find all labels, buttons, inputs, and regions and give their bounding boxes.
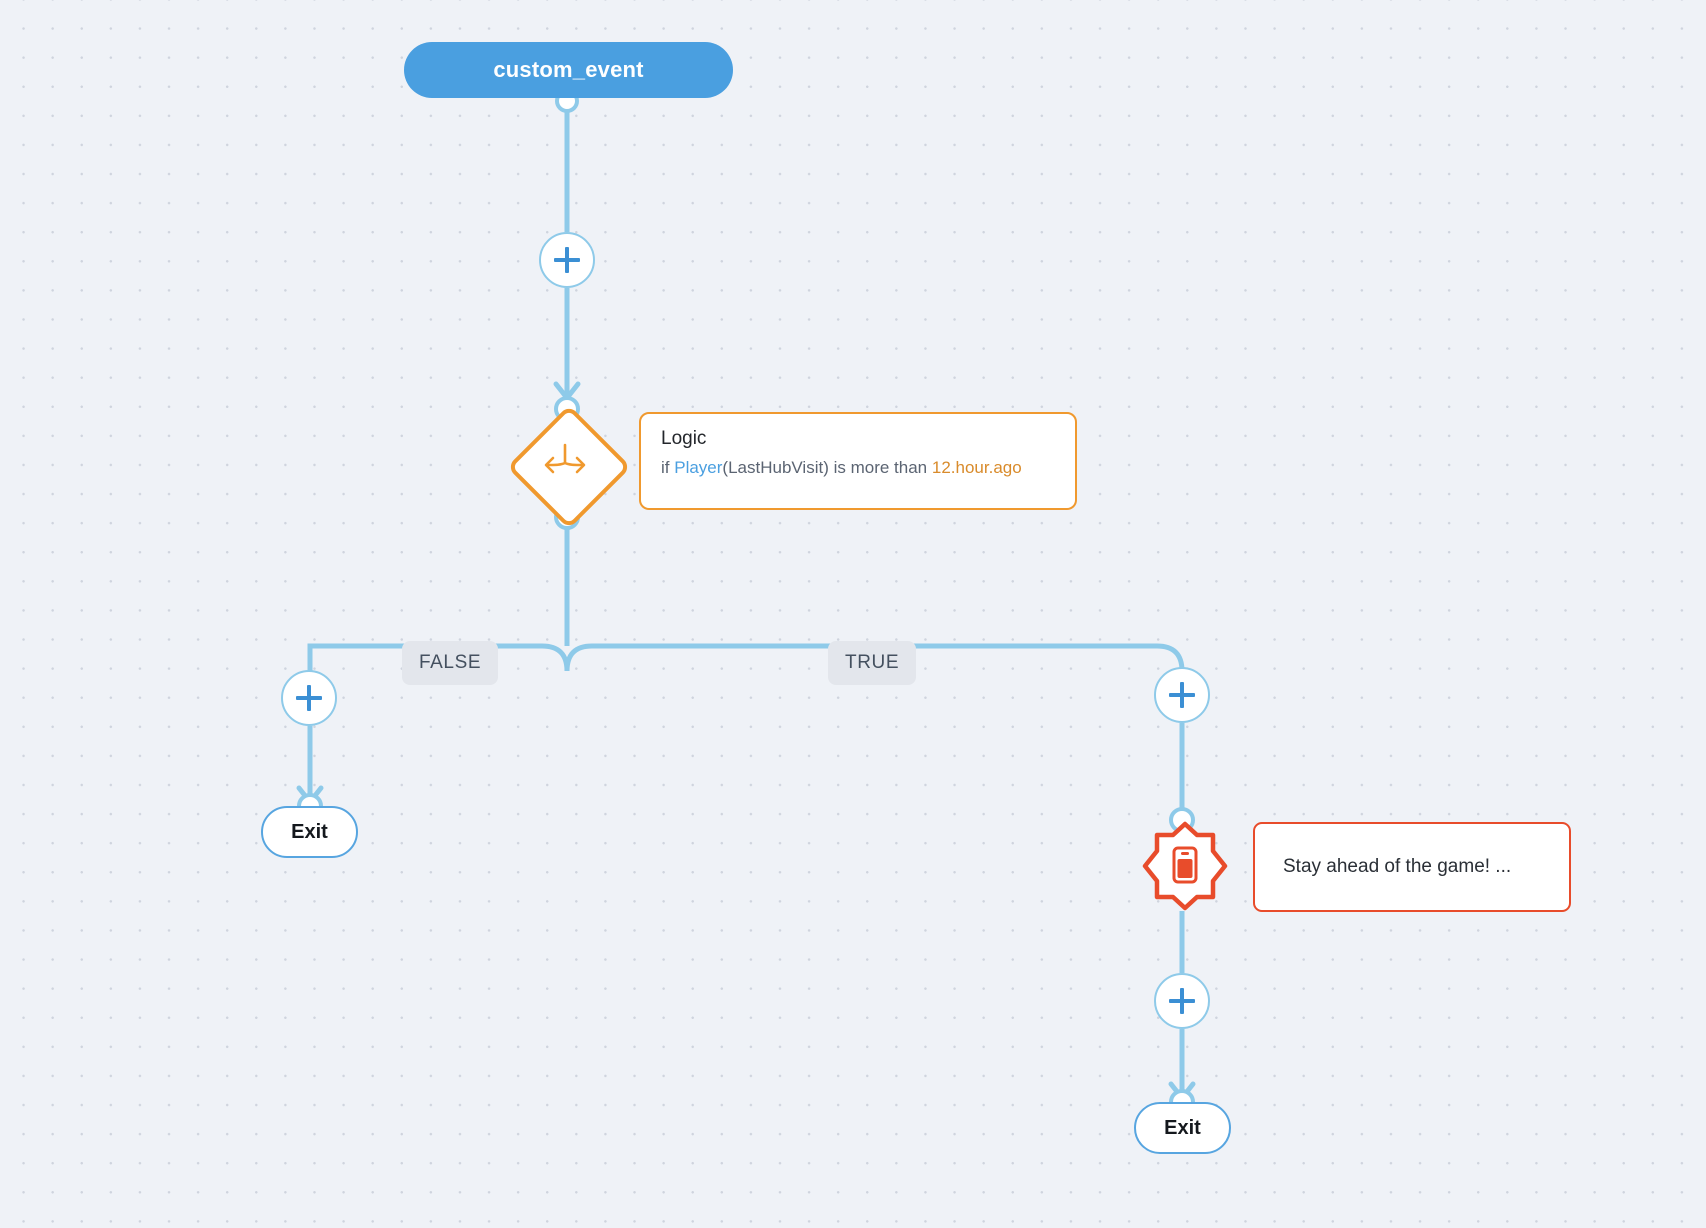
exit-node-false-branch[interactable]: Exit xyxy=(261,806,358,858)
expression-attribute: Player xyxy=(674,458,723,477)
plus-icon xyxy=(1169,988,1195,1014)
starburst-shape xyxy=(1142,821,1228,911)
branch-label-false[interactable]: FALSE xyxy=(402,641,499,685)
exit-node-true-branch[interactable]: Exit xyxy=(1134,1102,1231,1154)
add-step-true-branch-button[interactable] xyxy=(1154,667,1210,723)
add-step-false-branch-button[interactable] xyxy=(281,670,337,726)
exit-label: Exit xyxy=(291,820,328,843)
logic-card-expression: if Player(LastHubVisit) is more than 12.… xyxy=(661,456,1055,481)
add-step-after-trigger-button[interactable] xyxy=(539,232,595,288)
branch-label-false-text: FALSE xyxy=(419,652,482,673)
plus-icon xyxy=(296,685,322,711)
branch-label-true-text: TRUE xyxy=(845,652,900,673)
push-message-text: Stay ahead of the game! ... xyxy=(1283,856,1512,877)
exit-label: Exit xyxy=(1164,1116,1201,1139)
branch-label-true[interactable]: TRUE xyxy=(828,641,917,685)
split-branch-icon xyxy=(513,411,617,515)
mobile-push-icon xyxy=(1172,846,1198,884)
expression-operator: is more than xyxy=(828,458,932,477)
trigger-label: custom_event xyxy=(493,57,644,82)
expression-prefix: if xyxy=(661,458,675,477)
push-message-card[interactable]: Stay ahead of the game! ... xyxy=(1253,822,1571,912)
mobile-push-node[interactable] xyxy=(1140,821,1230,911)
expression-value: 12.hour.ago xyxy=(931,458,1022,477)
logic-detail-card[interactable]: Logic if Player(LastHubVisit) is more th… xyxy=(639,412,1077,510)
expression-attribute-arg: (LastHubVisit) xyxy=(722,458,829,477)
plus-icon xyxy=(554,247,580,273)
add-step-after-push-button[interactable] xyxy=(1154,973,1210,1029)
trigger-node-custom-event[interactable]: custom_event xyxy=(404,42,733,98)
plus-icon xyxy=(1169,682,1195,708)
logic-node[interactable] xyxy=(506,404,632,530)
logic-card-title: Logic xyxy=(661,428,707,449)
